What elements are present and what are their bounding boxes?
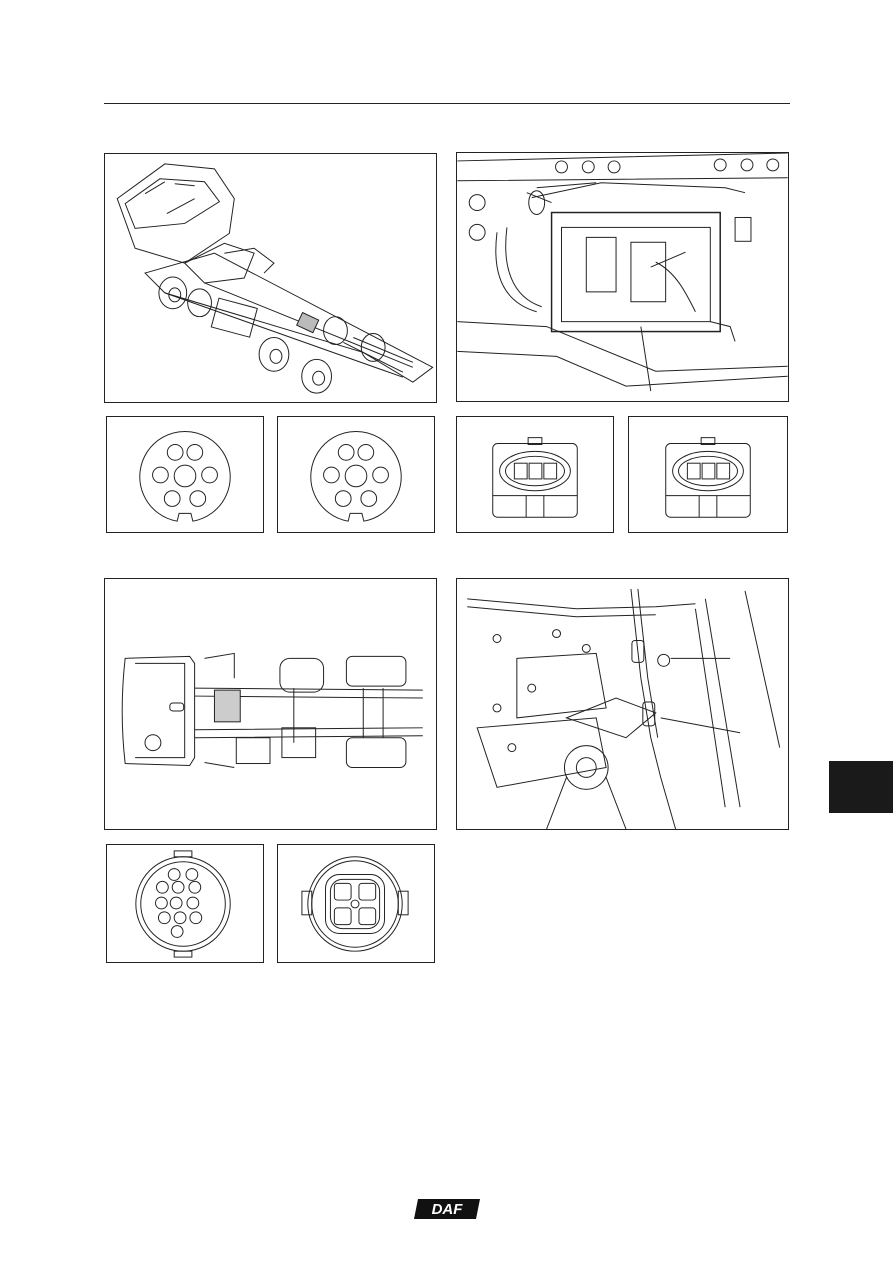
connector-7pin-a — [106, 416, 264, 533]
gearbox-sensor-photo — [456, 578, 789, 830]
truck-tilted-cab-figure — [104, 153, 437, 403]
connector-7pin-b — [277, 416, 435, 533]
logo-text: DAF — [432, 1201, 464, 1218]
connector-12pin — [106, 844, 264, 963]
header-rule — [104, 103, 790, 104]
connector-3pin-b — [628, 416, 788, 533]
connector-4pin — [277, 844, 435, 963]
ecu-bracket-photo — [456, 152, 789, 402]
daf-logo: DAF — [414, 1199, 480, 1219]
chassis-top-view — [104, 578, 437, 830]
section-tab-marker — [829, 761, 893, 813]
connector-3pin-a — [456, 416, 614, 533]
